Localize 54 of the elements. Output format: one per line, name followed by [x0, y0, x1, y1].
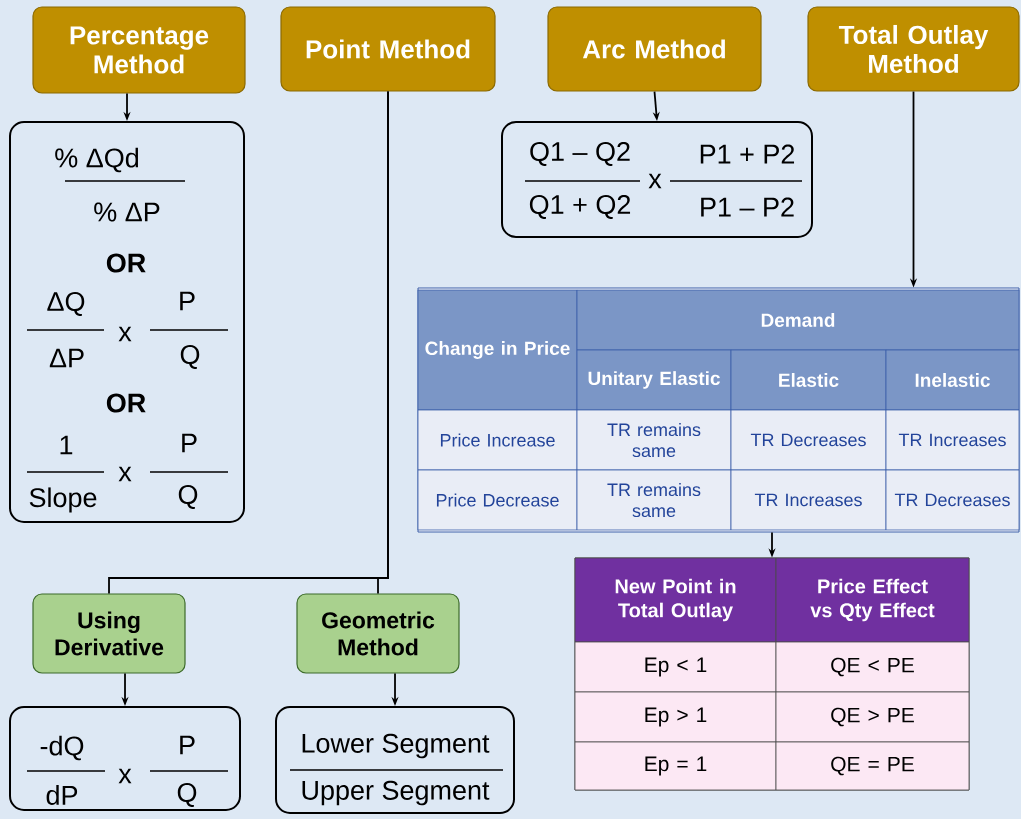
numerator: Lower Segment	[302, 733, 490, 759]
multiply-sign: x	[648, 173, 662, 189]
table-cell: TR Increases	[730, 469, 887, 531]
table-cell: TR remains same	[576, 409, 732, 471]
numerator: Q1 – Q2	[530, 142, 630, 166]
table-cell: TR remains same	[576, 469, 732, 531]
table-cell: TR Decreases	[730, 409, 887, 471]
table-cell: TR Decreases	[885, 469, 1020, 531]
numerator: P	[180, 735, 195, 755]
table-cell: Ep > 1	[574, 691, 777, 743]
method-box: Point Method	[280, 6, 496, 92]
table-cell: TR Increases	[885, 409, 1020, 471]
numerator: P	[180, 291, 195, 311]
table-cell: Ep = 1	[574, 741, 777, 791]
table-cell: Ep < 1	[574, 641, 777, 693]
denominator: Q1 + Q2	[529, 195, 631, 219]
method-box: Total Outlay Method	[807, 6, 1020, 92]
table	[417, 287, 1020, 533]
numerator: P	[182, 433, 197, 453]
table-cell: Price Increase	[417, 409, 578, 471]
numerator: % ΔQd	[55, 147, 139, 173]
denominator: % ΔP	[94, 202, 160, 222]
numerator: 1	[60, 435, 73, 455]
or-text: OR	[106, 253, 146, 273]
multiply-sign: x	[118, 466, 132, 482]
header-cell: Inelastic	[885, 349, 1020, 411]
denominator: Q	[177, 783, 197, 807]
method-box: Percentage Method	[32, 6, 246, 94]
method-box: Arc Method	[547, 6, 762, 92]
header-cell: Price Effect vs Qty Effect	[775, 557, 970, 643]
header-cell: Elastic	[730, 349, 887, 411]
numerator: ΔQ	[47, 292, 85, 316]
numerator: -dQ	[40, 735, 84, 761]
table-cell: QE < PE	[775, 641, 970, 693]
denominator: Upper Segment	[302, 780, 490, 806]
multiply-sign: x	[118, 326, 132, 342]
method-box: Geometric Method	[296, 593, 460, 674]
table-cell: QE > PE	[775, 691, 970, 743]
denominator: P1 – P2	[701, 197, 794, 217]
header-cell: Unitary Elastic	[576, 349, 732, 411]
denominator: Q	[178, 485, 198, 509]
table	[574, 557, 970, 791]
table-cell: Price Decrease	[417, 469, 578, 531]
multiply-sign: x	[118, 768, 132, 784]
method-box: Using Derivative	[32, 593, 186, 674]
numerator: P1 + P2	[700, 144, 795, 164]
header-cell: New Point in Total Outlay	[574, 557, 777, 643]
table-cell: QE = PE	[775, 741, 970, 791]
denominator: Slope	[29, 487, 97, 513]
connector-line	[377, 90, 389, 595]
or-text: OR	[106, 393, 146, 413]
denominator: dP	[46, 785, 78, 805]
denominator: Q	[180, 345, 200, 369]
denominator: ΔP	[49, 348, 84, 368]
